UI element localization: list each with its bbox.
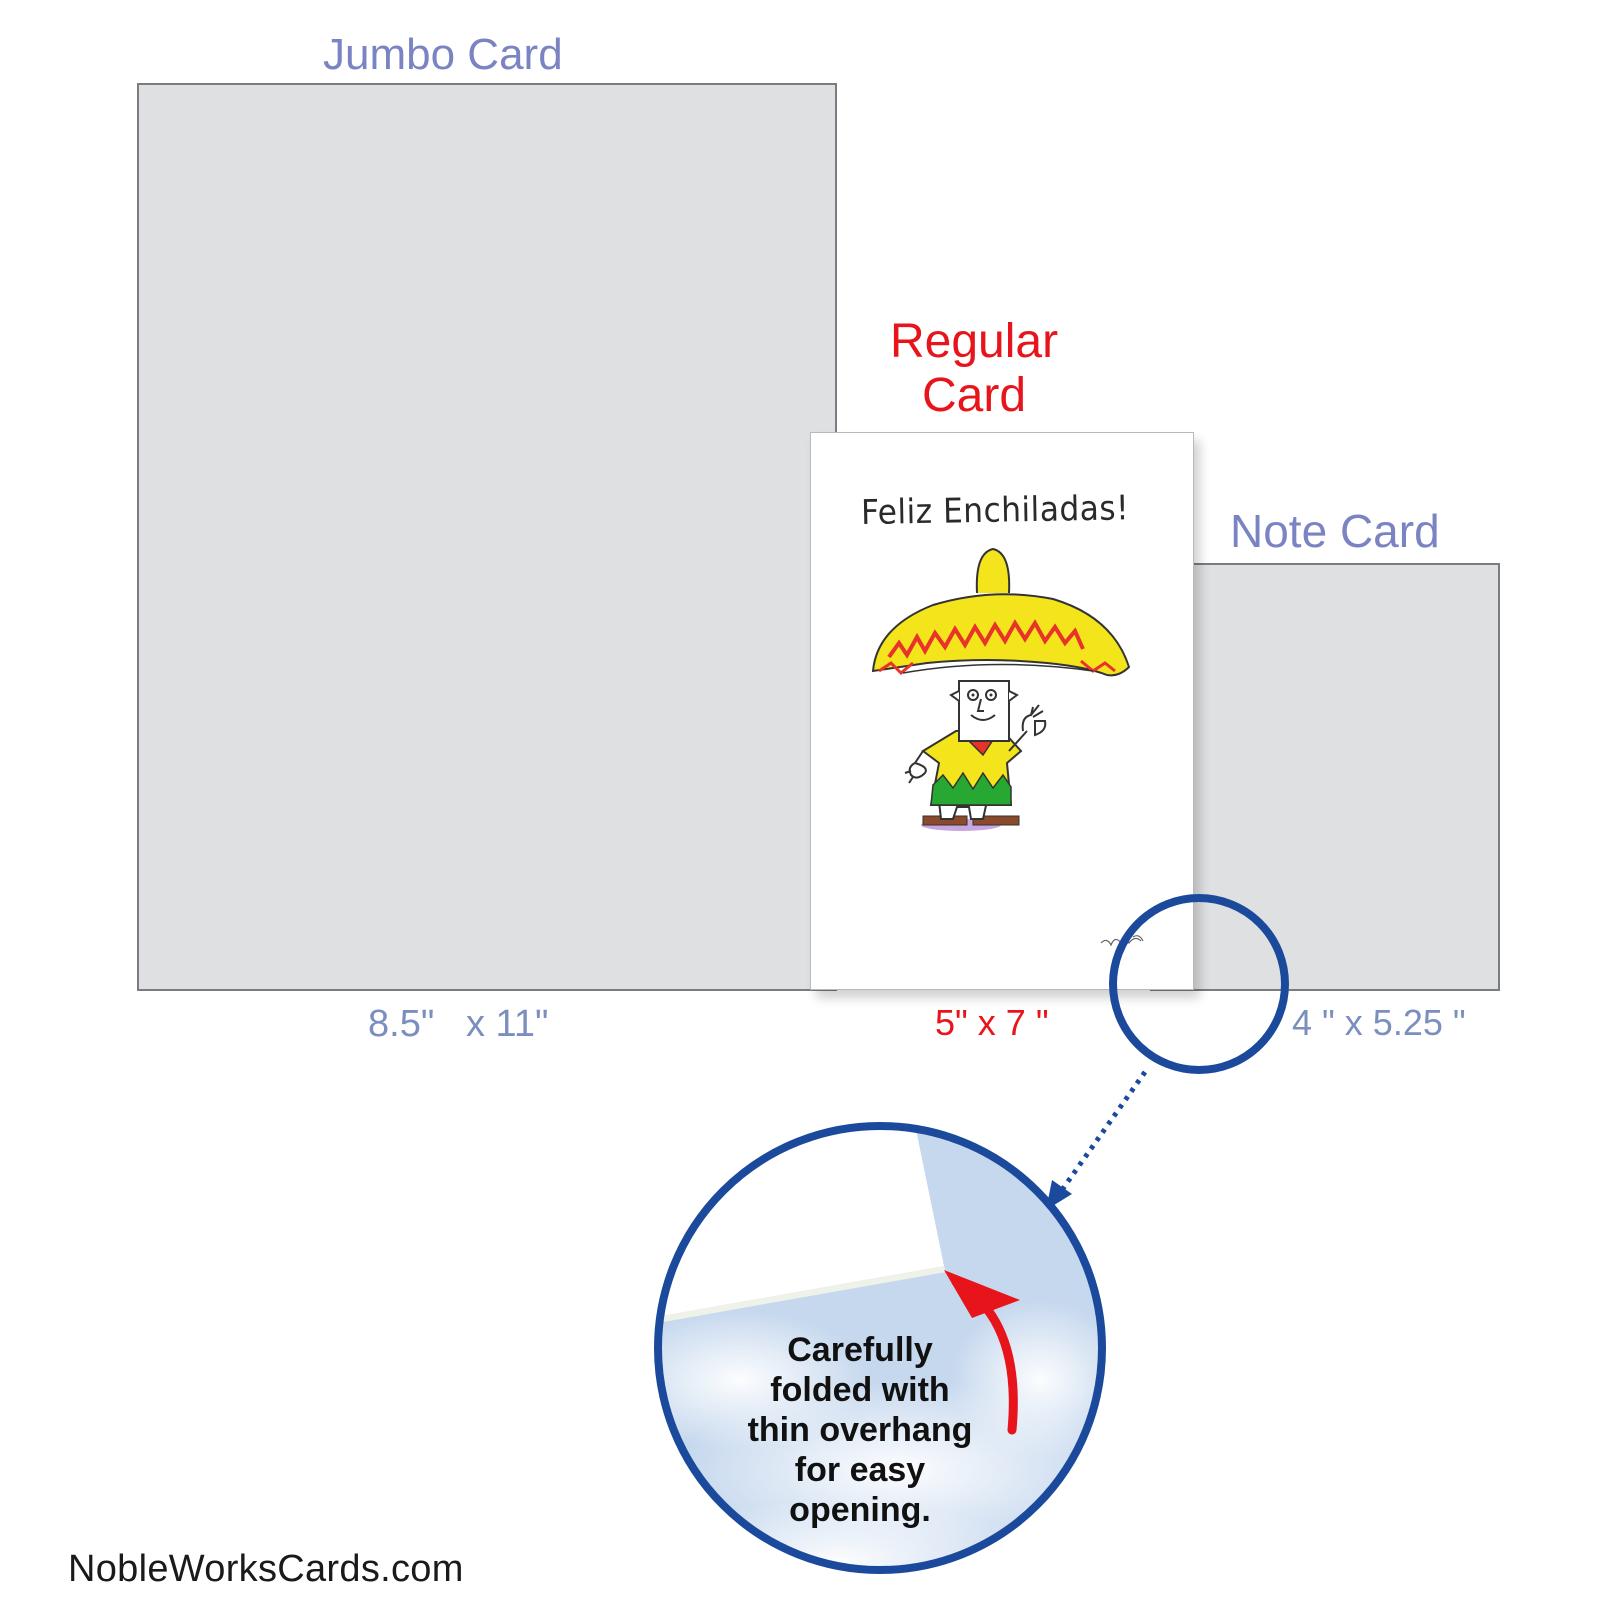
caption-line: Carefully <box>787 1331 933 1369</box>
caption-line: for easy <box>794 1451 926 1489</box>
caption-line: opening. <box>789 1491 931 1529</box>
note-card-dimensions: 4 " x 5.25 " <box>1292 1002 1466 1043</box>
jumbo-card-outline <box>137 83 837 991</box>
regular-card-preview: Feliz Enchiladas! <box>810 432 1194 990</box>
caption-line: folded with <box>770 1371 950 1409</box>
zoom-card-face <box>658 1126 944 1318</box>
note-card-label: Note Card <box>1230 505 1440 557</box>
zoom-caption: Carefully folded with thin overhang for … <box>700 1330 1020 1530</box>
regular-card-label-line2: Card <box>922 369 1027 422</box>
regular-card-label-line1: Regular <box>890 315 1059 368</box>
caption-line: thin overhang <box>747 1411 973 1449</box>
note-card-outline <box>1150 563 1500 991</box>
jumbo-card-dimensions: 8.5" x 11" <box>368 1003 549 1045</box>
regular-card-dimensions: 5" x 7 " <box>935 1002 1049 1043</box>
footer-site-link[interactable]: NobleWorksCards.com <box>68 1548 464 1590</box>
jumbo-card-label: Jumbo Card <box>323 30 563 79</box>
sombrero-character-illustration <box>871 547 1144 947</box>
connector-dotted-arrow <box>1059 1070 1148 1192</box>
